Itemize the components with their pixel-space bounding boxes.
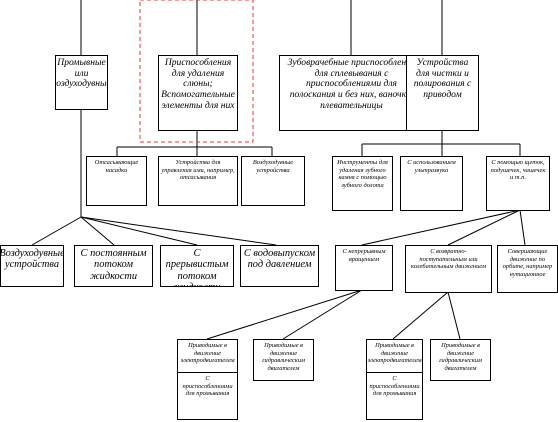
node-spittoons: Зубоврачебные приспособления для сплевыв… [279, 55, 424, 131]
node-cleaning: Устройства для чистки и полирования с пр… [406, 55, 479, 131]
node-washing: Промывные или воздуходувные [55, 55, 108, 110]
node-air-blowers: Воздуходувные устройства [241, 156, 305, 206]
node-saliva-control: Устройства для управления ими, например,… [158, 156, 238, 206]
node-continuous-rotation: С непрерывным вращением [335, 245, 393, 291]
node-rinsing-2: С приспособлениями для промывания [366, 372, 423, 420]
node-constant-flow: С постоянным потоком жидкости [74, 245, 153, 287]
node-suction-nozzles: Отсасывающие насадки [86, 156, 147, 206]
highlight-region [139, 0, 254, 143]
node-hydraulic-drive-1: Приводимые в движение гидравлическим дви… [253, 339, 314, 381]
node-rinsing-1: С приспособлениями для промывания [177, 372, 238, 420]
node-saliva: Приспособления для удаления слюны; Вспом… [158, 55, 238, 131]
node-ultrasound: С использованием ультразвука [400, 156, 463, 211]
node-reciprocating: С возвратно-поступательным или колебател… [405, 245, 492, 293]
node-air-blow-devices: Воздуходувные устройства [0, 245, 64, 287]
node-tooth-tools: Инструменты для удаления зубного камня с… [332, 156, 393, 211]
node-orbital: Совершающие движение по орбите, например… [497, 245, 558, 293]
node-brushes: С помощью щеток, подушечек, чашечек и т.… [486, 156, 550, 211]
node-interrupted-flow: С прерывистым потоком жидкости [160, 245, 234, 287]
node-pressure-outlet: С водовыпуском под давлением [240, 245, 319, 287]
node-hydraulic-drive-2: Приводимые в движение гидравлическим дви… [430, 339, 491, 381]
